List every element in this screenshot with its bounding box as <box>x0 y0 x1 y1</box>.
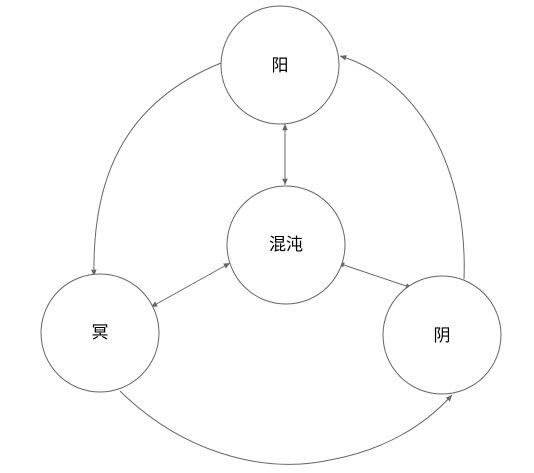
node-yang-label: 阳 <box>272 56 289 76</box>
edge-hundun-ming <box>150 262 231 308</box>
node-yin: 阴 <box>382 275 502 395</box>
edge-yang-to-ming <box>91 62 222 277</box>
edge-yin-to-yang <box>339 55 465 280</box>
node-yin-label: 阴 <box>434 326 451 346</box>
node-ming-label: 冥 <box>92 323 109 343</box>
edge-ming-to-yin <box>119 390 453 465</box>
node-yang: 阳 <box>220 5 340 125</box>
node-hundun-label: 混沌 <box>269 235 303 255</box>
node-hundun-circle <box>226 185 346 305</box>
node-ming-circle <box>40 273 160 393</box>
node-yang-circle <box>220 5 340 125</box>
node-yin-circle <box>382 275 502 395</box>
edge-hundun-yin <box>337 262 413 289</box>
node-hundun: 混沌 <box>226 185 346 305</box>
node-ming: 冥 <box>40 273 160 393</box>
